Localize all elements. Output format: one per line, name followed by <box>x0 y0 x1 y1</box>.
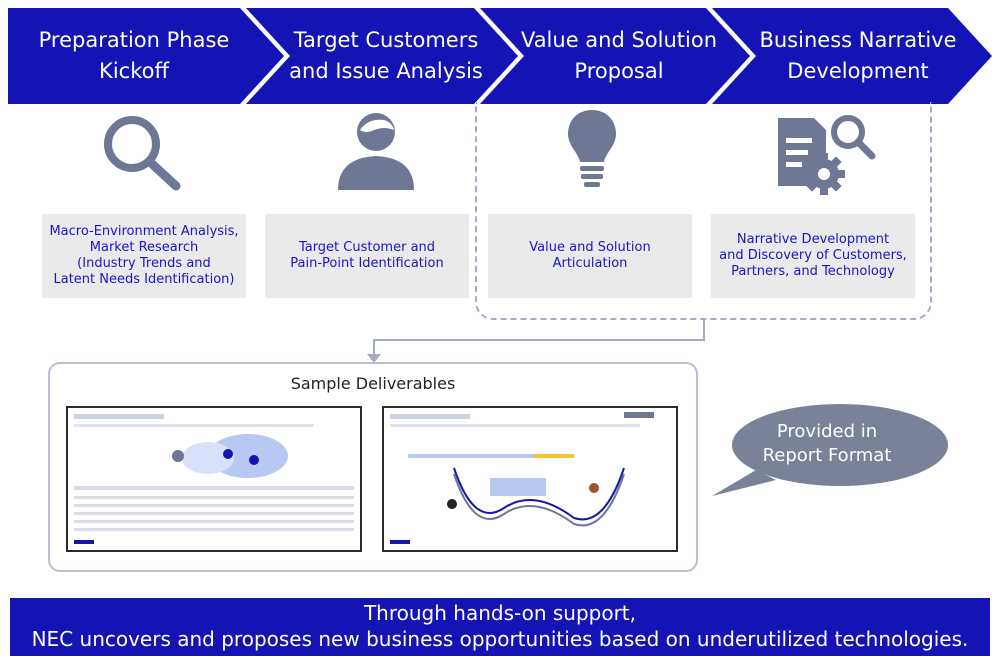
phase-3-description: Value and Solution Articulation <box>488 214 692 298</box>
chevron-phase-4 <box>712 8 992 104</box>
phase-4-label: Business Narrative Development <box>759 28 957 83</box>
bottom-banner-text: Through hands-on support, NEC uncovers a… <box>31 601 969 651</box>
lightbulb-icon <box>568 110 616 187</box>
bottom-banner <box>10 598 990 656</box>
report-format-callout <box>712 404 948 496</box>
chevron-phase-3 <box>480 8 750 104</box>
connector-arrow <box>367 318 705 363</box>
magnifier-icon <box>104 116 181 191</box>
phase-4-description: Narrative Development and Discovery of C… <box>711 214 915 298</box>
deliverable-thumbnail-2-graphic <box>390 412 654 544</box>
sample-deliverables-frame <box>48 362 698 572</box>
document-gear-search-icon <box>778 115 876 195</box>
phase-1-label: Preparation Phase Kickoff <box>38 28 230 83</box>
sample-deliverables-title: Sample Deliverables <box>290 374 456 393</box>
phase-1-description: Macro-Environment Analysis, Market Resea… <box>42 214 246 298</box>
report-format-callout-text: Provided in Report Format <box>762 421 892 466</box>
process-chevron-bar <box>8 8 992 104</box>
chevron-phase-2 <box>246 8 518 104</box>
deliverable-thumbnail-1-graphic <box>74 414 354 544</box>
phase-2-label: Target Customers and Issue Analysis <box>289 28 483 83</box>
deliverable-thumbnail-1 <box>66 406 362 552</box>
deliverable-thumbnail-2 <box>382 406 678 552</box>
chevron-phase-1 <box>8 8 284 104</box>
person-icon <box>338 113 414 190</box>
phase-3-label: Value and Solution Proposal <box>520 28 718 83</box>
phase-2-description: Target Customer and Pain-Point Identific… <box>265 214 469 298</box>
